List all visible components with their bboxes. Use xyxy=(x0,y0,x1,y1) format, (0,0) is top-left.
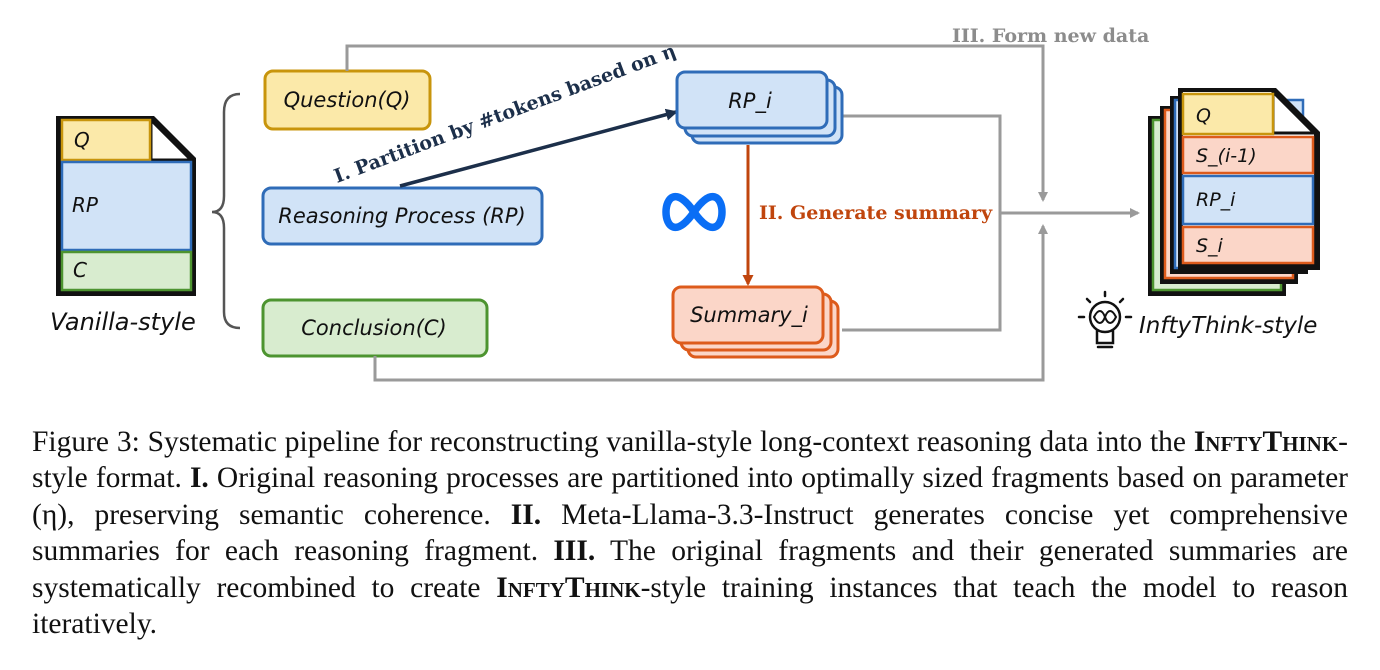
infty-s-prev-block xyxy=(1181,135,1315,175)
step-summary-label: II. Generate summary xyxy=(759,202,993,224)
caption-step-2: II. xyxy=(510,498,542,531)
vanilla-c-block xyxy=(60,250,193,292)
caption-text-3: The original fragments and their generat… xyxy=(32,535,1348,604)
lightbulb-icon xyxy=(1077,290,1133,349)
figure-caption: Figure 3: Systematic pipeline for recons… xyxy=(32,424,1348,642)
caption-text-4: -style training instances that teach the… xyxy=(32,571,1348,641)
infty-s-i-block xyxy=(1181,225,1315,265)
brace-symbol xyxy=(211,92,241,330)
partition-arrow xyxy=(399,108,678,188)
infty-q-block xyxy=(1181,92,1275,136)
inftythink-document-stack: Q S_(i-1) RP_i S_i xyxy=(1148,88,1320,296)
step-form-label: III. Form new data xyxy=(952,25,1149,47)
question-box-label: Question(Q) xyxy=(284,88,411,112)
vanilla-c-label: C xyxy=(73,258,87,282)
inftythink-style-label: InftyThink-style xyxy=(1139,313,1317,339)
infty-s-prev-label: S_(i-1) xyxy=(1196,145,1257,167)
infty-q-label: Q xyxy=(1196,105,1211,127)
pipeline-diagram: Q RP C Vanilla-style Question(Q) Reasoni… xyxy=(50,25,1320,382)
question-route-line xyxy=(345,44,1048,202)
caption-step-1: I. xyxy=(189,462,209,495)
vanilla-rp-block xyxy=(60,160,193,252)
caption-brand-2: InftyThink xyxy=(496,571,641,604)
caption-text-1: Original reasoning processes are partiti… xyxy=(32,462,1348,531)
summary-i-label: Summary_i xyxy=(690,303,808,328)
vanilla-style-label: Vanilla-style xyxy=(50,308,196,336)
figure-number: Figure 3: xyxy=(32,426,140,458)
reasoning-process-box-label: Reasoning Process (RP) xyxy=(278,204,525,228)
caption-text-2: Meta-Llama-3.3-Instruct generates concis… xyxy=(32,498,1348,568)
conclusion-box-label: Conclusion(C) xyxy=(301,316,447,340)
connector-lines xyxy=(345,44,1140,382)
caption-intro: Systematic pipeline for reconstructing v… xyxy=(139,426,1194,458)
conclusion-route-line xyxy=(373,224,1048,382)
vanilla-document: Q RP C xyxy=(56,116,196,296)
vanilla-rp-label: RP xyxy=(72,193,99,217)
vanilla-q-label: Q xyxy=(74,128,90,152)
vanilla-q-block xyxy=(60,118,152,162)
infty-rp-i-label: RP_i xyxy=(1196,189,1236,211)
merge-bracket-line xyxy=(842,114,1002,332)
caption-brand: InftyThink xyxy=(1193,426,1339,458)
infty-rp-i-block xyxy=(1181,174,1315,226)
summary-i-stack: Summary_i xyxy=(671,285,840,359)
rp-i-label: RP_i xyxy=(728,89,772,114)
rp-i-stack: RP_i xyxy=(675,70,844,145)
meta-logo-icon xyxy=(662,193,726,231)
infty-s-i-label: S_i xyxy=(1196,235,1224,257)
caption-after-brand: -style format. xyxy=(32,426,1348,495)
caption-step-3: III. xyxy=(553,535,596,568)
reasoning-process-box xyxy=(261,186,544,246)
